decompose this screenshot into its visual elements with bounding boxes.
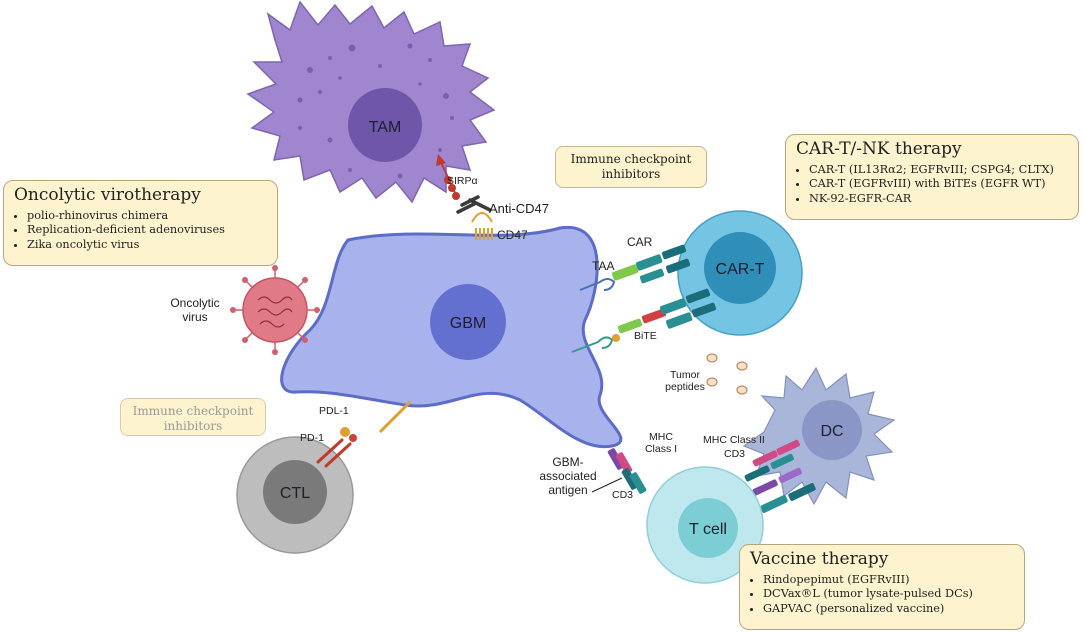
- list-item: CAR-T (EGFRvIII) with BiTEs (EGFR WT): [809, 177, 1068, 192]
- sirpa-receptor-icon: [436, 154, 460, 200]
- cd47-receptor-icon: [471, 212, 493, 240]
- checkpoint-inhibitors-top-box: Immune checkpoint inhibitors: [555, 146, 707, 188]
- oncolytic-virotherapy-title: Oncolytic virotherapy: [14, 185, 201, 205]
- gbm-antigen-label: GBM-associated antigen: [539, 455, 597, 497]
- vaccine-therapy-box: Vaccine therapy Rindopepimut (EGFRvIII) …: [739, 544, 1025, 630]
- car-receptor-icon: [611, 244, 691, 284]
- taa-label: TAA: [592, 259, 615, 273]
- ctl-cell: [236, 436, 354, 554]
- t-cell: [646, 466, 764, 584]
- pd1-label: PD-1: [300, 432, 324, 444]
- car-label: CAR: [627, 235, 653, 249]
- dc-cell: [742, 366, 896, 506]
- list-item: CAR-T (IL13Rα2; EGFRvIII; CSPG4; CLTX): [809, 163, 1068, 178]
- vaccine-therapy-list: Rindopepimut (EGFRvIII) DCVax®L (tumor l…: [750, 573, 1014, 617]
- t-cell-label: T cell: [689, 521, 727, 538]
- gbm-label: GBM: [449, 315, 487, 332]
- sirpa-label: SIRPα: [447, 175, 478, 187]
- ctl-label: CTL: [279, 485, 311, 502]
- pd1-receptor-icon: [316, 438, 352, 468]
- list-item: polio-rhinovirus chimera: [27, 209, 267, 224]
- taa-antigen-icon: [579, 278, 616, 291]
- vaccine-therapy-title: Vaccine therapy: [750, 549, 889, 569]
- gbm-cell: [280, 225, 623, 449]
- mhc-class-1-receptor-icon: [607, 448, 647, 494]
- dc-label: DC: [820, 423, 844, 440]
- bite-molecule-icon: [571, 288, 717, 353]
- bite-label: BiTE: [634, 330, 657, 342]
- cd3-dc-label: CD3: [724, 448, 746, 460]
- list-item: Rindopepimut (EGFRvIII): [763, 573, 1014, 588]
- list-item: NK-92-EGFR-CAR: [809, 192, 1068, 207]
- list-item: DCVax®L (tumor lysate-pulsed DCs): [763, 587, 1014, 602]
- car-t-nk-therapy-title: CAR-T/-NK therapy: [796, 139, 962, 159]
- cd3-t-label: CD3: [612, 489, 634, 501]
- checkpoint-inhibitors-left-box: Immune checkpoint inhibitors: [120, 398, 266, 436]
- mhc-class-2-receptor-icon: [744, 439, 816, 513]
- list-item: Zika oncolytic virus: [27, 238, 267, 253]
- car-t-nk-therapy-list: CAR-T (IL13Rα2; EGFRvIII; CSPG4; CLTX) C…: [796, 163, 1068, 207]
- tumor-peptides-label: Tumor peptides: [665, 369, 705, 394]
- tam-label: TAM: [368, 119, 402, 136]
- anti-cd47-label: Anti-CD47: [489, 201, 549, 216]
- pdl1-label: PDL-1: [319, 405, 349, 417]
- list-item: Replication-deficient adenoviruses: [27, 223, 267, 238]
- cd47-label: CD47: [497, 228, 528, 242]
- list-item: GAPVAC (personalized vaccine): [763, 602, 1014, 617]
- oncolytic-virus-label: Oncolytic virus: [170, 296, 220, 324]
- pdl1-ligand-icon: [340, 400, 412, 442]
- tam-cell: [246, 0, 496, 204]
- anti-cd47-antibody-icon: [456, 195, 492, 214]
- car-t-nk-therapy-box: CAR-T/-NK therapy CAR-T (IL13Rα2; EGFRvI…: [785, 134, 1079, 220]
- car-t-label: CAR-T: [715, 261, 765, 278]
- oncolytic-virotherapy-list: polio-rhinovirus chimera Replication-def…: [14, 209, 267, 253]
- mhc-class-2-label: MHC Class II: [703, 434, 765, 446]
- oncolytic-virus-icon: [230, 265, 320, 355]
- mhc-class-1-label: MHC Class I: [644, 431, 678, 456]
- oncolytic-virotherapy-box: Oncolytic virotherapy polio-rhinovirus c…: [3, 180, 278, 266]
- tumor-peptides-icon: [706, 353, 748, 395]
- gbm-antigen-pointer: [591, 477, 623, 493]
